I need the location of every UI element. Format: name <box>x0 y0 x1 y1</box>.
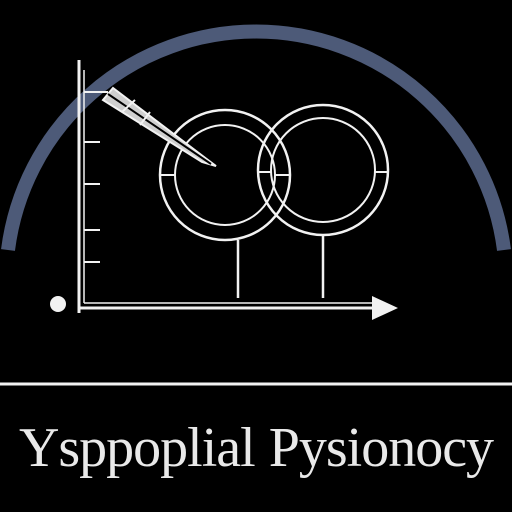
axes-icon <box>50 60 398 320</box>
caption-word-1: Ysppoplial <box>18 417 256 479</box>
ring-left-icon <box>158 108 292 298</box>
arc-icon <box>1 24 511 251</box>
ring-right-icon <box>256 103 390 298</box>
caption-word-2: Pysionocy <box>268 417 494 479</box>
pencil-icon <box>101 86 217 167</box>
caption-text: Ysppoplial Pysionocy <box>0 408 512 488</box>
